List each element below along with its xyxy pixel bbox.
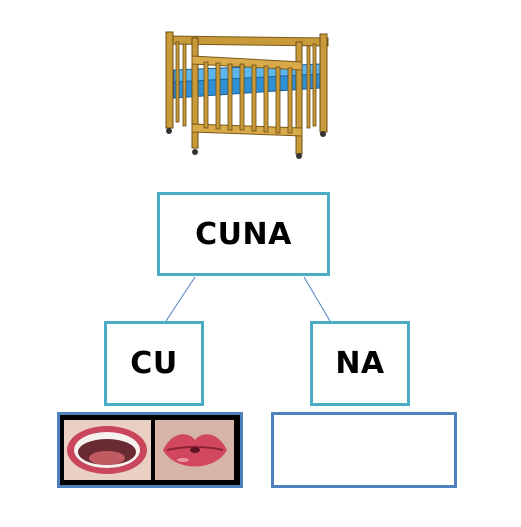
left-syllable-box: CU [104, 321, 204, 406]
left-picture-box [57, 412, 243, 488]
connector-right [303, 276, 331, 322]
root-word-box: CUNA [157, 192, 330, 276]
root-word-label: CUNA [195, 216, 292, 252]
open-mouth-photo [64, 420, 151, 480]
right-syllable-label: NA [335, 346, 385, 381]
right-picture-box [271, 412, 457, 488]
connector-left [165, 276, 196, 322]
crib-illustration [165, 31, 329, 159]
kiss-lips-photo [155, 420, 234, 480]
right-syllable-box: NA [310, 321, 410, 406]
left-syllable-label: CU [130, 346, 178, 381]
